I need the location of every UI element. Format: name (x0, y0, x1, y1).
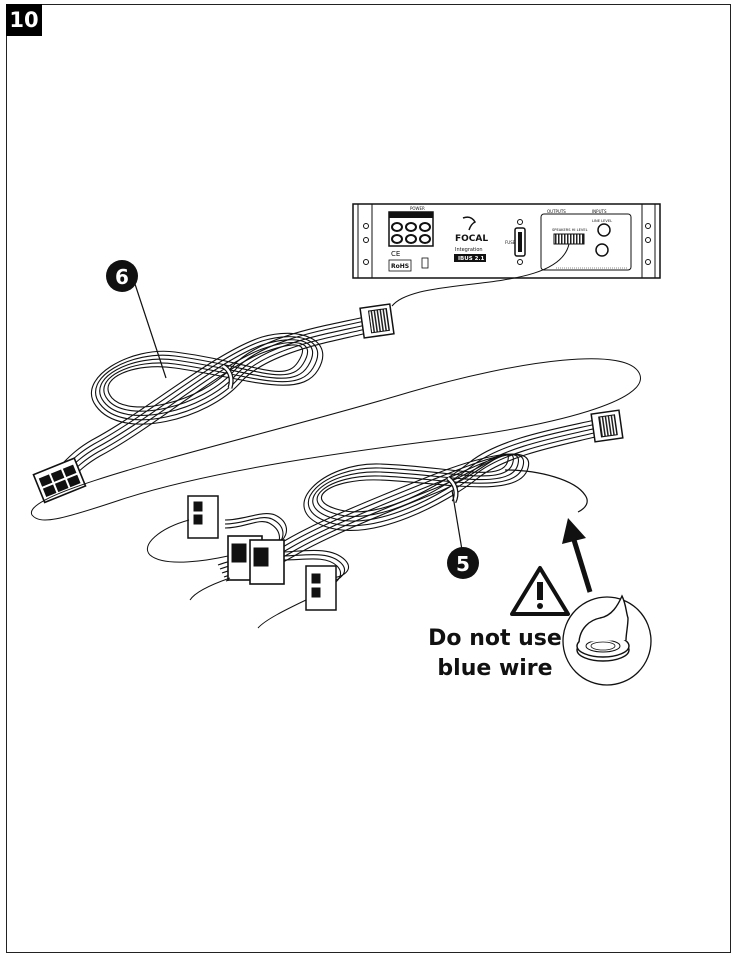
power-terminal-block: POWER (388, 206, 434, 247)
ce-mark: CE (391, 250, 400, 258)
speakers-label: SPEAKERS HI LEVEL (552, 228, 588, 232)
callout-5-label: 5 (456, 552, 470, 576)
warning-line-2: blue wire (437, 656, 553, 681)
blue-wire-arrow-icon (562, 518, 593, 593)
harness-6 (32, 303, 395, 504)
amplifier-unit: POWER CE RoHS FOCAL Integration IBUS 2.1… (352, 203, 661, 279)
amplifier-series: Integration (455, 247, 483, 253)
fuse-label: FUSE (505, 240, 516, 245)
warning-triangle-icon (510, 566, 570, 616)
mounting-holes (363, 223, 651, 265)
callout-5-leader (451, 489, 463, 551)
callout-6-label: 6 (115, 265, 129, 289)
warning-line-1: Do not use (428, 626, 562, 651)
step-number-badge: 10 (6, 4, 42, 36)
callout-6-circle (106, 260, 138, 292)
rca-left-jack (597, 223, 611, 237)
weee-bin-icon (421, 257, 429, 269)
amplifier-brand: FOCAL (455, 234, 488, 244)
focal-logo-icon (462, 216, 477, 231)
wire-roll-icon (562, 594, 652, 686)
rohs-mark: RoHS (391, 263, 409, 270)
harness-5 (147, 409, 624, 629)
page-frame (6, 4, 731, 953)
fuse-holder: FUSE (505, 219, 526, 265)
power-label: POWER (410, 206, 425, 211)
callout-5-circle (447, 547, 479, 579)
rca-right-jack (595, 243, 609, 257)
outputs-label: OUTPUTS (547, 209, 566, 214)
amplifier-model: IBUS 2.1 (458, 256, 484, 262)
inputs-label: INPUTS (592, 209, 607, 214)
speaker-input-socket (553, 233, 585, 245)
warning-message: Do not use blue wire (420, 624, 570, 684)
line-level-label: LINE LEVEL (592, 219, 612, 223)
callout-6-leader (132, 277, 167, 379)
